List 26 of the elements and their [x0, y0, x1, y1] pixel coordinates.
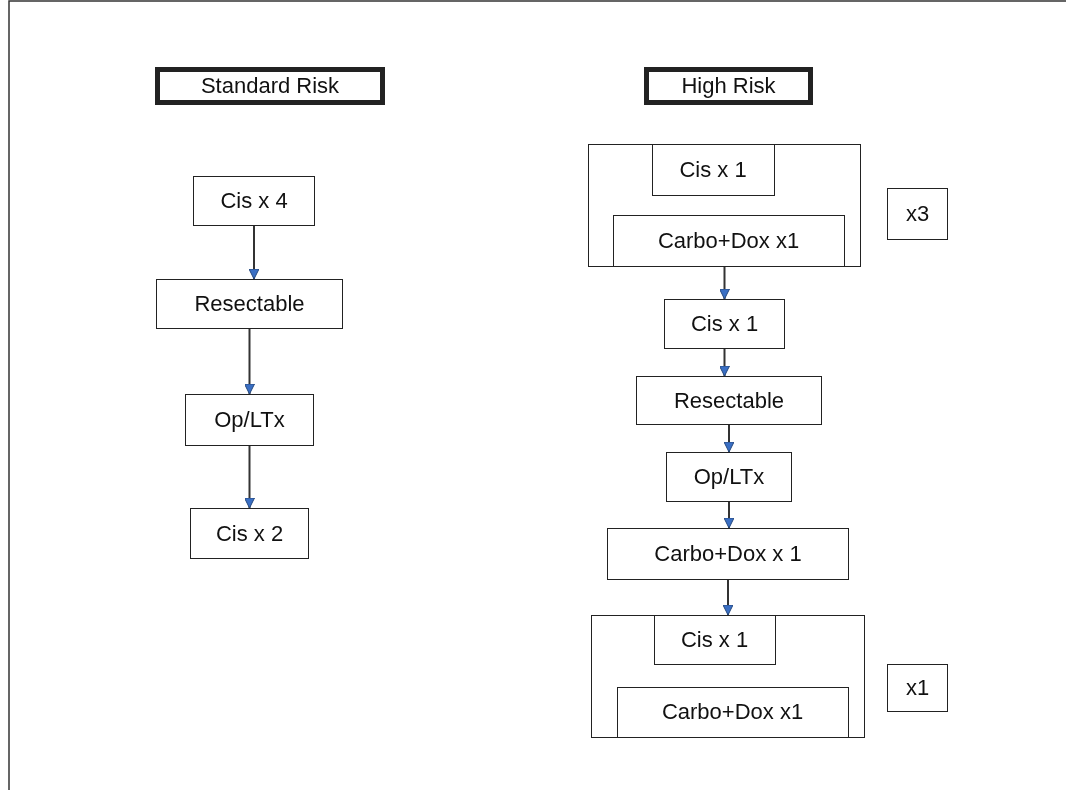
arrow — [722, 579, 734, 616]
heading-box: High Risk — [644, 67, 813, 105]
arrow — [719, 266, 730, 300]
step-box: Carbo+Dox x1 — [616, 686, 849, 738]
step-box: Cis x 1 — [651, 143, 775, 196]
arrow — [244, 328, 255, 395]
arrow — [244, 445, 255, 509]
group-box — [591, 615, 865, 738]
step-box: Cis x 2 — [190, 508, 309, 559]
step-box: Op/LTx — [185, 394, 314, 446]
arrow — [723, 501, 735, 529]
step-box: Carbo+Dox x1 — [612, 214, 845, 267]
step-box: Resectable — [156, 279, 343, 329]
step-box: Carbo+Dox x 1 — [607, 528, 849, 580]
arrow — [719, 348, 730, 377]
step-box: x1 — [887, 664, 948, 712]
step-box: Cis x 4 — [193, 176, 315, 226]
arrow — [248, 225, 260, 280]
group-box — [588, 144, 861, 267]
step-box: Cis x 1 — [664, 299, 785, 349]
heading-box: Standard Risk — [155, 67, 385, 105]
step-box: x3 — [887, 188, 948, 240]
step-box: Cis x 1 — [653, 614, 776, 665]
arrow — [723, 424, 735, 453]
step-box: Resectable — [636, 376, 822, 425]
step-box: Op/LTx — [666, 452, 792, 502]
